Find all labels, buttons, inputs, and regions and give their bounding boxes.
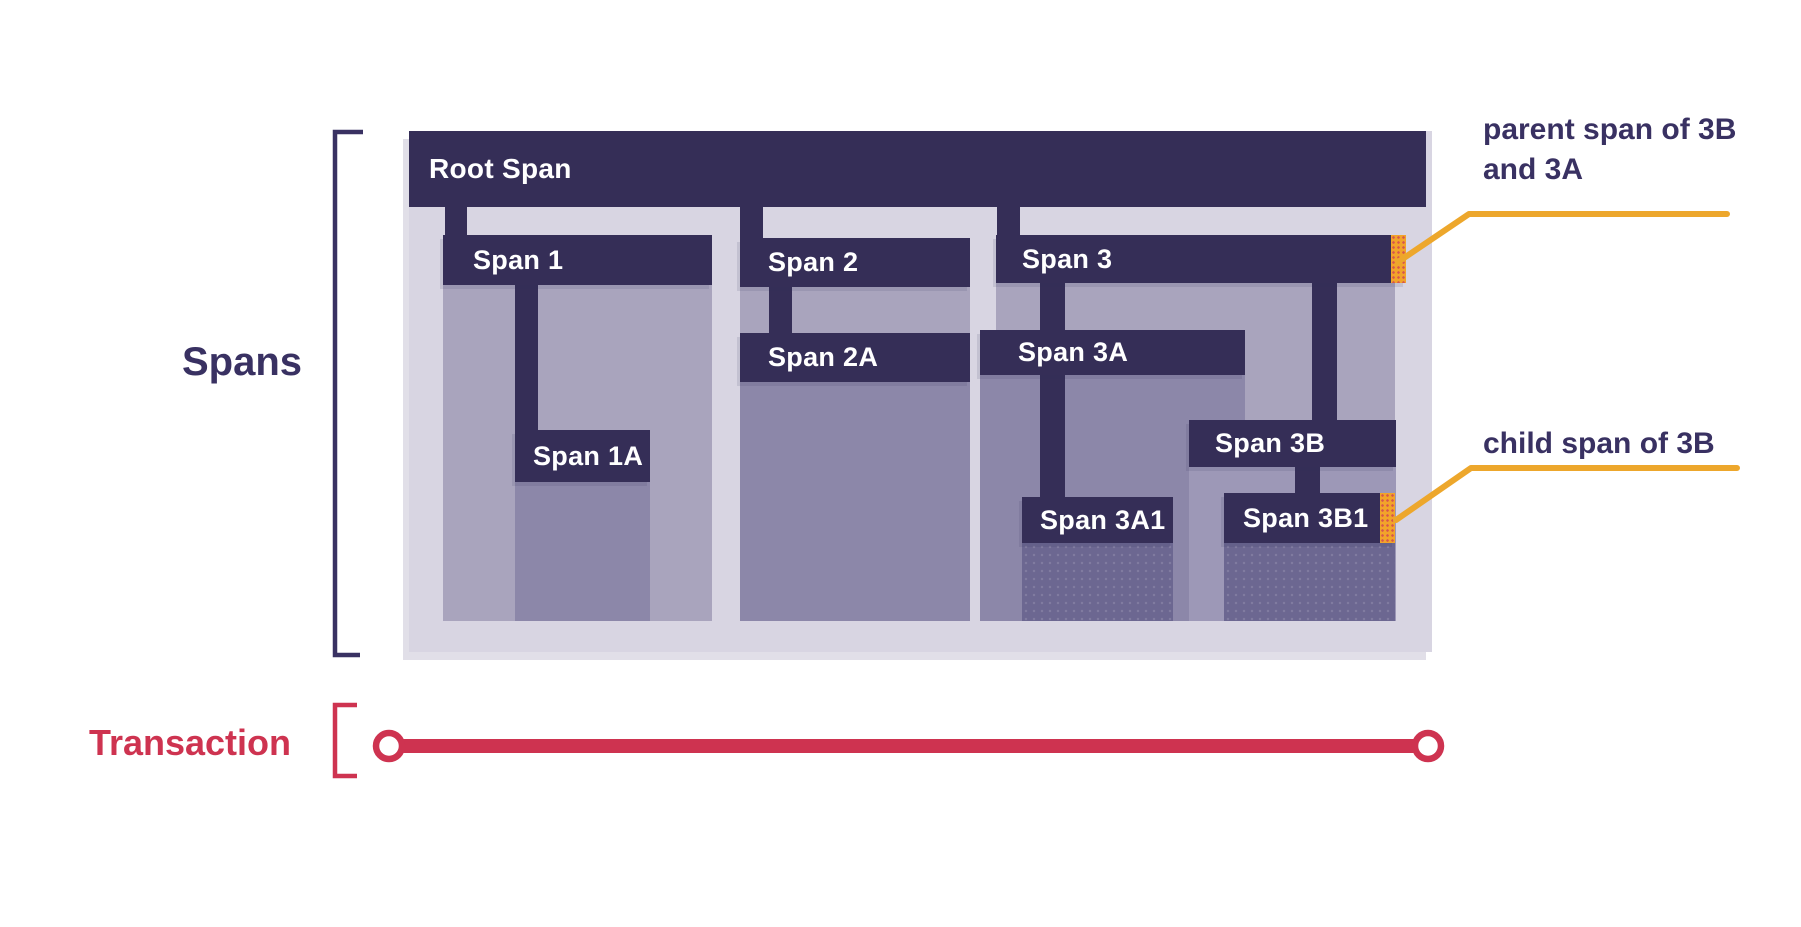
span-bar-label: Span 2A (768, 342, 879, 372)
span-bar-2: Span 2 (740, 238, 970, 287)
span2a-duration-fill (740, 382, 970, 621)
timeline-end-circle (1411, 729, 1445, 763)
child-span-note: child span of 3B (1483, 427, 1715, 460)
timeline-start-circle (372, 729, 406, 763)
connector-root-to-span3 (997, 205, 1020, 237)
spans-label: Spans (181, 340, 303, 384)
span-bar-3a1: Span 3A1 (1022, 497, 1173, 543)
span3a1-duration-fill (1022, 543, 1173, 621)
span-bar-1a: Span 1A (515, 430, 650, 482)
span-bar-label: Span 3A1 (1040, 504, 1166, 535)
connector-root-to-span1 (445, 205, 467, 237)
connector-span3b-to-span3b1 (1295, 465, 1320, 496)
connector-span2-to-span2a (769, 285, 792, 336)
span-bar-label: Span 1 (473, 244, 564, 275)
parent-span-highlight-marker (1391, 235, 1406, 283)
span-bar-label: Span 1A (533, 440, 644, 471)
span-bar-3a: Span 3A (980, 330, 1245, 375)
span-bar-root: Root Span (409, 131, 1426, 207)
span-bar-3b: Span 3B (1189, 420, 1396, 467)
span-bar-label: Span 2 (768, 247, 859, 277)
parent-annotation-line (1395, 211, 1730, 265)
child-annotation-line (1393, 465, 1740, 523)
connector-span3-to-span3b (1312, 281, 1337, 423)
trace-container: Root Span Span 1 Span 2 Span 3 Span 2A S… (409, 131, 1432, 652)
span-bar-label: Span 3B1 (1243, 502, 1369, 533)
transaction-label: Transaction (88, 722, 292, 763)
parent-span-note: parent span of 3B and 3A (1483, 113, 1737, 186)
span3b1-duration-fill (1224, 543, 1395, 621)
connector-root-to-span2 (740, 205, 763, 241)
span-bar-label: Span 3 (1022, 243, 1113, 274)
child-span-highlight-marker (1380, 493, 1395, 543)
spans-bracket (332, 129, 363, 658)
span-bar-3b1: Span 3B1 (1224, 493, 1395, 543)
span-bar-label: Root Span (429, 153, 572, 184)
span-bar-2a: Span 2A (740, 333, 970, 382)
connector-span3a-to-span3a1 (1040, 373, 1065, 500)
span-bar-label: Span 3A (1018, 337, 1129, 367)
transaction-bracket (332, 702, 357, 779)
connector-span1-to-span1a (515, 283, 538, 433)
span1a-duration-fill (515, 482, 650, 621)
connector-span3-to-span3a (1040, 281, 1065, 333)
span-bar-1: Span 1 (443, 235, 712, 285)
span-bar-label: Span 3B (1215, 428, 1326, 458)
span-bar-3: Span 3 (996, 235, 1406, 283)
